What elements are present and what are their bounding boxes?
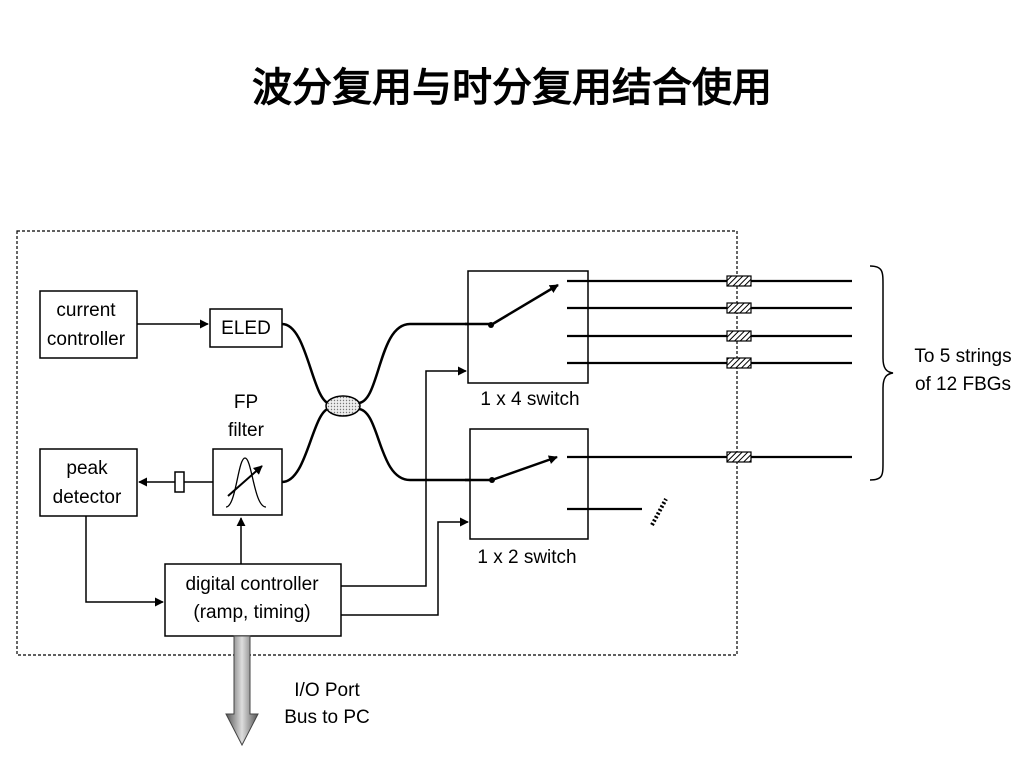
- fbg-note-label-2: of 12 FBGs: [915, 374, 1011, 395]
- peak-detector-label-2: detector: [53, 487, 122, 508]
- control-line-to-1x2: [341, 517, 469, 616]
- current-controller-label-1: current: [56, 300, 116, 321]
- digital-controller-block: digital controller (ramp, timing): [164, 563, 342, 637]
- switch-1x2-block: 1 x 2 switch: [465, 428, 589, 568]
- switch-1x2-arm: [491, 455, 558, 482]
- digital-controller-label-1: digital controller: [185, 574, 319, 595]
- peak-detector-label-1: peak: [66, 458, 108, 479]
- fbg-strings-1x2: [567, 451, 852, 526]
- io-port-label-2: Bus to PC: [284, 707, 370, 728]
- switch-1x4-label: 1 x 4 switch: [480, 389, 579, 410]
- eled-block: ELED: [209, 308, 283, 348]
- fiber-coupler-to-1x2: [357, 407, 492, 482]
- switch-1x2-label: 1 x 2 switch: [477, 547, 576, 568]
- fp-filter-block: FP filter: [212, 392, 283, 516]
- digital-controller-label-2: (ramp, timing): [193, 602, 310, 623]
- fp-filter-label-1: FP: [234, 392, 258, 413]
- photodiode-connector: [174, 471, 185, 493]
- slide-title: 波分复用与时分复用结合使用: [252, 64, 772, 111]
- fiber-filter-to-coupler: [281, 406, 332, 484]
- fbg-grating: [726, 302, 752, 314]
- fbg-grating: [726, 357, 752, 369]
- fbg-grating: [726, 275, 752, 287]
- io-port-label-1: I/O Port: [294, 680, 360, 701]
- fiber-coupler-to-1x4: [357, 322, 490, 405]
- io-bus-arrow: [225, 635, 259, 747]
- filter-peak-curve: [225, 457, 267, 508]
- fp-filter-label-2: filter: [228, 420, 265, 441]
- current-controller-block: current controller: [39, 290, 138, 359]
- switch-1x4-arm: [490, 283, 559, 327]
- fbg-strings-1x4: [567, 275, 852, 369]
- control-line-to-1x4: [341, 366, 467, 587]
- fbg-grating: [726, 330, 752, 342]
- arrow-peak-to-digital: [85, 516, 164, 607]
- fiber-coupler: [325, 395, 361, 417]
- fbg-note-label-1: To 5 strings: [914, 346, 1011, 367]
- switch-1x4-block: 1 x 4 switch: [465, 270, 589, 410]
- fbg-strings-brace: [869, 265, 894, 481]
- fiber-termination: [650, 498, 668, 526]
- tunable-arrow: [227, 465, 263, 497]
- fiber-eled-to-coupler: [281, 322, 332, 406]
- instrument-enclosure: [16, 230, 738, 656]
- current-controller-label-2: controller: [47, 329, 126, 350]
- eled-label: ELED: [221, 318, 271, 339]
- fbg-grating: [726, 451, 752, 463]
- peak-detector-block: peak detector: [39, 448, 138, 517]
